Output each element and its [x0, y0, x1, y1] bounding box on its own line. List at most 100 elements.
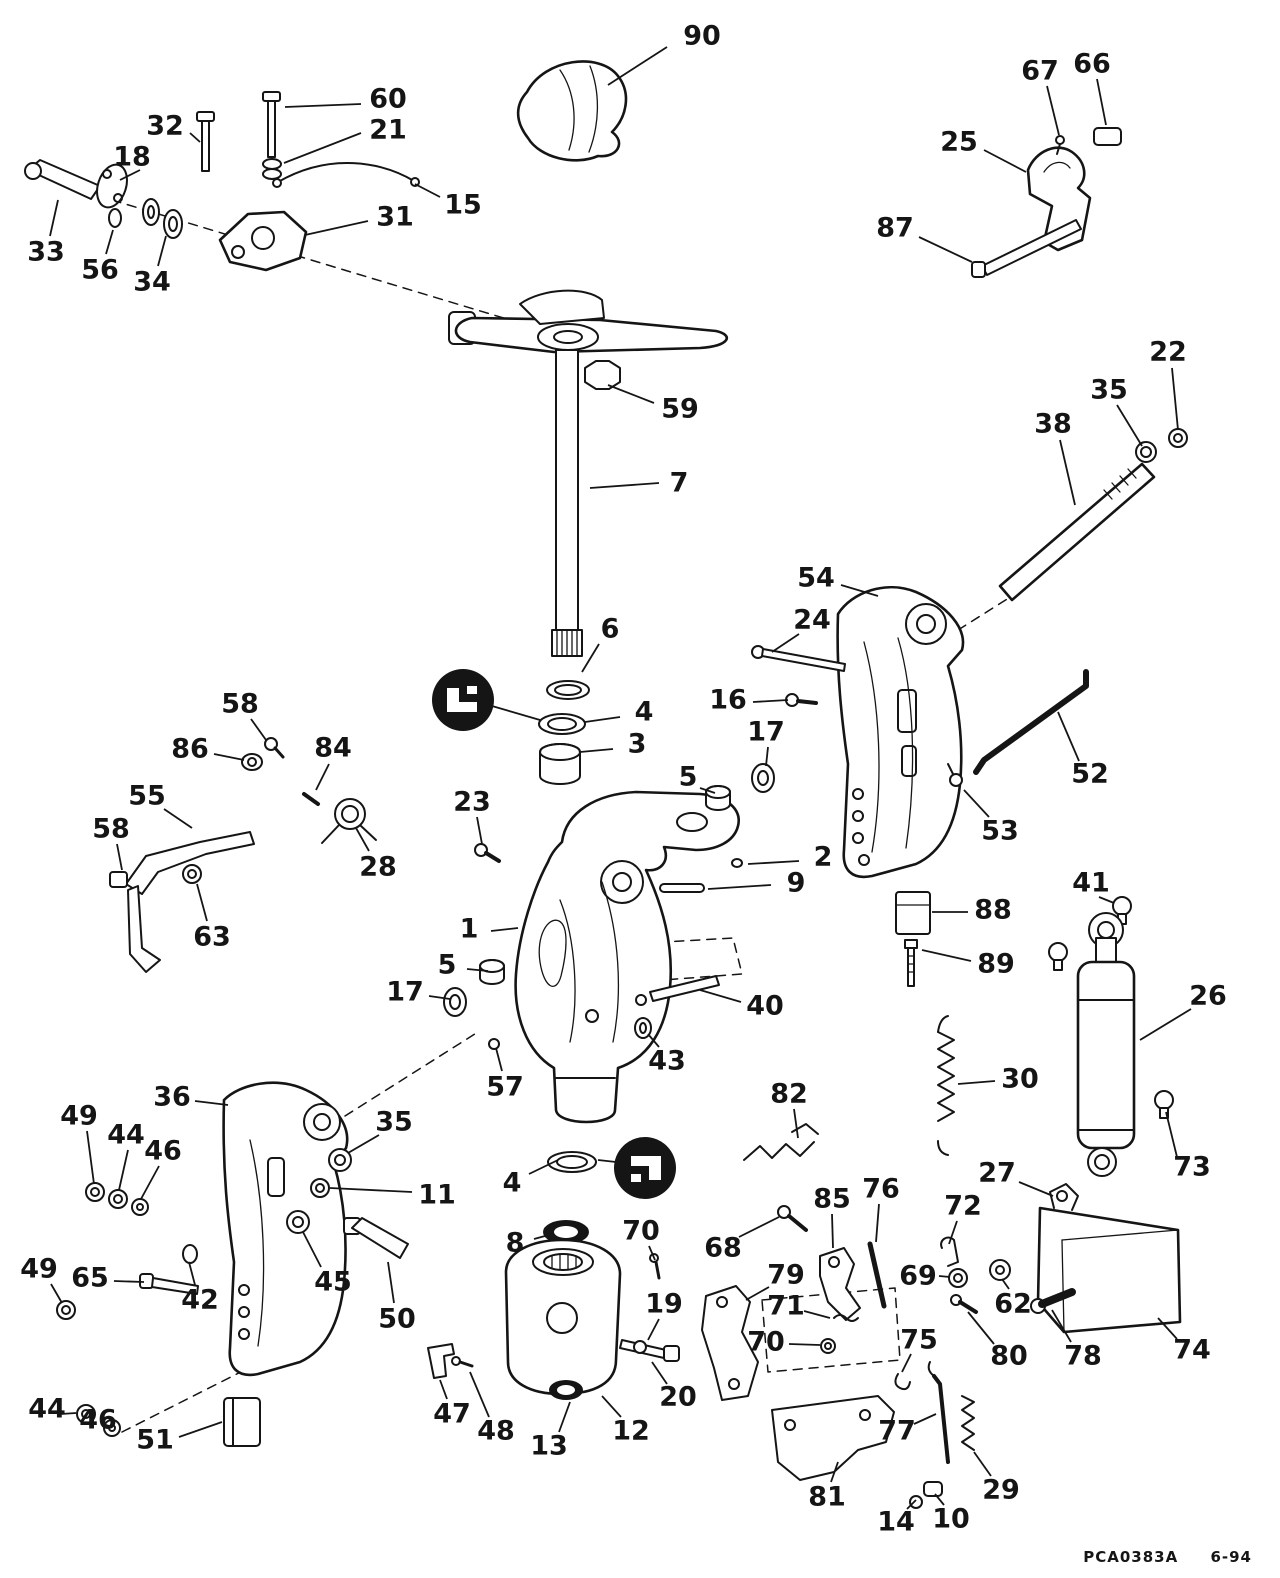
leader-line-45: [302, 1231, 322, 1268]
leader-line-75: [901, 1353, 912, 1373]
leader-line-3: [579, 748, 614, 753]
leader-line-29: [973, 1451, 992, 1477]
callout-54: 54: [797, 562, 835, 594]
callout-2: 2: [813, 841, 833, 873]
leader-line-77: [913, 1413, 937, 1425]
callout-55: 55: [128, 780, 166, 812]
lower-mount-bolt: [619, 1253, 680, 1362]
leader-line-18: [119, 169, 141, 181]
callout-89: 89: [977, 948, 1015, 980]
leader-line-31: [304, 220, 369, 236]
trim-spring: [937, 1015, 955, 1156]
callout-35: 35: [1090, 374, 1128, 406]
leader-line-71: [803, 1310, 831, 1319]
stern-bracket-port: [222, 1081, 352, 1377]
leader-line-86: [213, 753, 245, 761]
callout-21: 21: [369, 114, 407, 146]
lubricant-symbol: [614, 1137, 676, 1199]
leader-line-35: [347, 1134, 380, 1154]
shift-tilt-linkage: [701, 1123, 1011, 1509]
leader-line-46: [140, 1165, 160, 1200]
callout-87: 87: [876, 212, 914, 244]
leader-line-30: [957, 1080, 996, 1085]
leader-line-11: [329, 1187, 413, 1193]
leader-line-44: [60, 1412, 77, 1415]
callout-68: 68: [704, 1232, 742, 1264]
callout-51: 51: [136, 1424, 174, 1456]
leader-line-81: [830, 1461, 839, 1483]
callout-47: 47: [433, 1398, 471, 1430]
callout-4: 4: [502, 1167, 522, 1199]
leader-line-21: [283, 132, 362, 164]
bracket-bolts-right: [751, 645, 846, 707]
leader-line-60: [284, 103, 362, 108]
callout-88: 88: [974, 894, 1012, 926]
leader-line-26: [1139, 1008, 1192, 1041]
leader-line-85: [831, 1213, 834, 1249]
callout-42: 42: [181, 1284, 219, 1316]
callout-15: 15: [444, 189, 482, 221]
callout-10: 10: [932, 1503, 970, 1535]
callout-80: 80: [990, 1340, 1028, 1372]
leader-line-9: [707, 884, 772, 890]
callout-17: 17: [747, 716, 785, 748]
callout-84: 84: [314, 732, 352, 764]
callout-43: 43: [648, 1045, 686, 1077]
leader-line-46: [102, 1423, 110, 1427]
leader-line-59: [607, 384, 655, 404]
callout-66: 66: [1073, 48, 1111, 80]
callout-14: 14: [877, 1506, 915, 1538]
leader-line-41: [1098, 896, 1115, 904]
callout-44: 44: [28, 1393, 66, 1425]
callout-29: 29: [982, 1474, 1020, 1506]
callout-45: 45: [314, 1266, 352, 1298]
leader-line-5: [466, 968, 489, 972]
leader-line-22: [1171, 367, 1179, 431]
leader-line-80: [967, 1311, 995, 1345]
callout-70: 70: [622, 1215, 660, 1247]
leader-line-49: [86, 1130, 95, 1185]
callout-63: 63: [193, 921, 231, 953]
callout-77: 77: [878, 1415, 916, 1447]
callout-11: 11: [418, 1179, 456, 1211]
callout-38: 38: [1034, 408, 1072, 440]
callout-69: 69: [899, 1260, 937, 1292]
callout-48: 48: [477, 1415, 515, 1447]
leader-line-63: [196, 883, 208, 922]
callout-41: 41: [1072, 867, 1110, 899]
leader-line-65: [113, 1280, 145, 1283]
leader-line-68: [738, 1216, 780, 1238]
leader-line-48: [469, 1371, 490, 1418]
leader-line-52: [1057, 711, 1080, 762]
leader-line-51: [178, 1421, 223, 1438]
leader-line-89: [921, 949, 972, 962]
callout-33: 33: [27, 236, 65, 268]
tilt-lock-lever-assembly: [971, 127, 1122, 278]
callout-59: 59: [661, 393, 699, 425]
shock-absorber: [1048, 896, 1174, 1177]
leader-line-70: [788, 1343, 821, 1346]
leader-line-6: [581, 643, 600, 673]
callout-13: 13: [530, 1430, 568, 1462]
leader-line-5: [699, 787, 716, 794]
callout-57: 57: [486, 1071, 524, 1103]
callout-34: 34: [133, 266, 171, 298]
callout-24: 24: [793, 604, 831, 636]
leader-line-27: [1018, 1181, 1054, 1197]
callout-75: 75: [900, 1324, 938, 1356]
part-code-number: PCA0383A: [1083, 1548, 1179, 1566]
leader-line-16: [752, 699, 789, 703]
leader-line-33: [49, 199, 59, 237]
bracket-mounting-hardware-left: [56, 1182, 409, 1447]
leader-line-36: [194, 1100, 229, 1106]
leader-line-4: [584, 716, 621, 723]
callout-74: 74: [1173, 1334, 1211, 1366]
callout-32: 32: [146, 110, 184, 142]
callout-82: 82: [770, 1078, 808, 1110]
stern-bracket-starboard: [836, 586, 965, 879]
leader-line-35: [1116, 404, 1143, 447]
callout-5: 5: [437, 949, 457, 981]
leader-line-62: [1001, 1278, 1010, 1290]
leader-line-49: [50, 1283, 63, 1304]
